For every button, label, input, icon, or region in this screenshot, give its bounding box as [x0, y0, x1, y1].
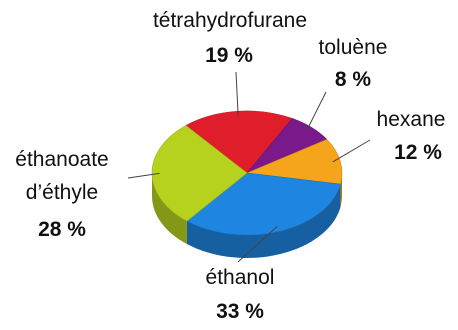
leader-line-ethanoate-d-ethyle [127, 172, 160, 179]
label-tetrahydrofurane-value: 19 % [205, 44, 253, 67]
pie-side-ethanoate-d-ethyle [152, 173, 187, 245]
label-hexane-value: 12 % [394, 141, 442, 164]
pie-side-ethanol [186, 184, 341, 258]
label-ethanoate-value: 28 % [38, 218, 86, 241]
label-hexane-name: hexane [377, 108, 446, 131]
label-toluene-name: toluène [319, 36, 388, 59]
pie-slice-ethanoate-d-ethyle [151, 125, 248, 222]
leader-line-toluene [305, 91, 327, 132]
pie-slice-tetrahydrofurane [185, 110, 293, 174]
label-ethanol-name: éthanol [206, 266, 275, 289]
pie-side-hexane [340, 173, 342, 208]
pie-slice-ethanol [186, 172, 341, 236]
leader-line-hexane [332, 139, 371, 163]
label-tetrahydrofurane-name: tétrahydrofurane [153, 9, 307, 32]
label-ethanoate-name-line1: éthanoate [15, 148, 108, 171]
leader-line-ethanol [237, 226, 278, 263]
label-toluene-value: 8 % [335, 68, 372, 91]
pie-slice-hexane [245, 139, 343, 185]
label-ethanoate-name-line2: d’éthyle [26, 181, 98, 204]
label-ethanol-value: 33 % [216, 300, 264, 323]
leader-line-tetrahydrofurane [235, 71, 239, 117]
